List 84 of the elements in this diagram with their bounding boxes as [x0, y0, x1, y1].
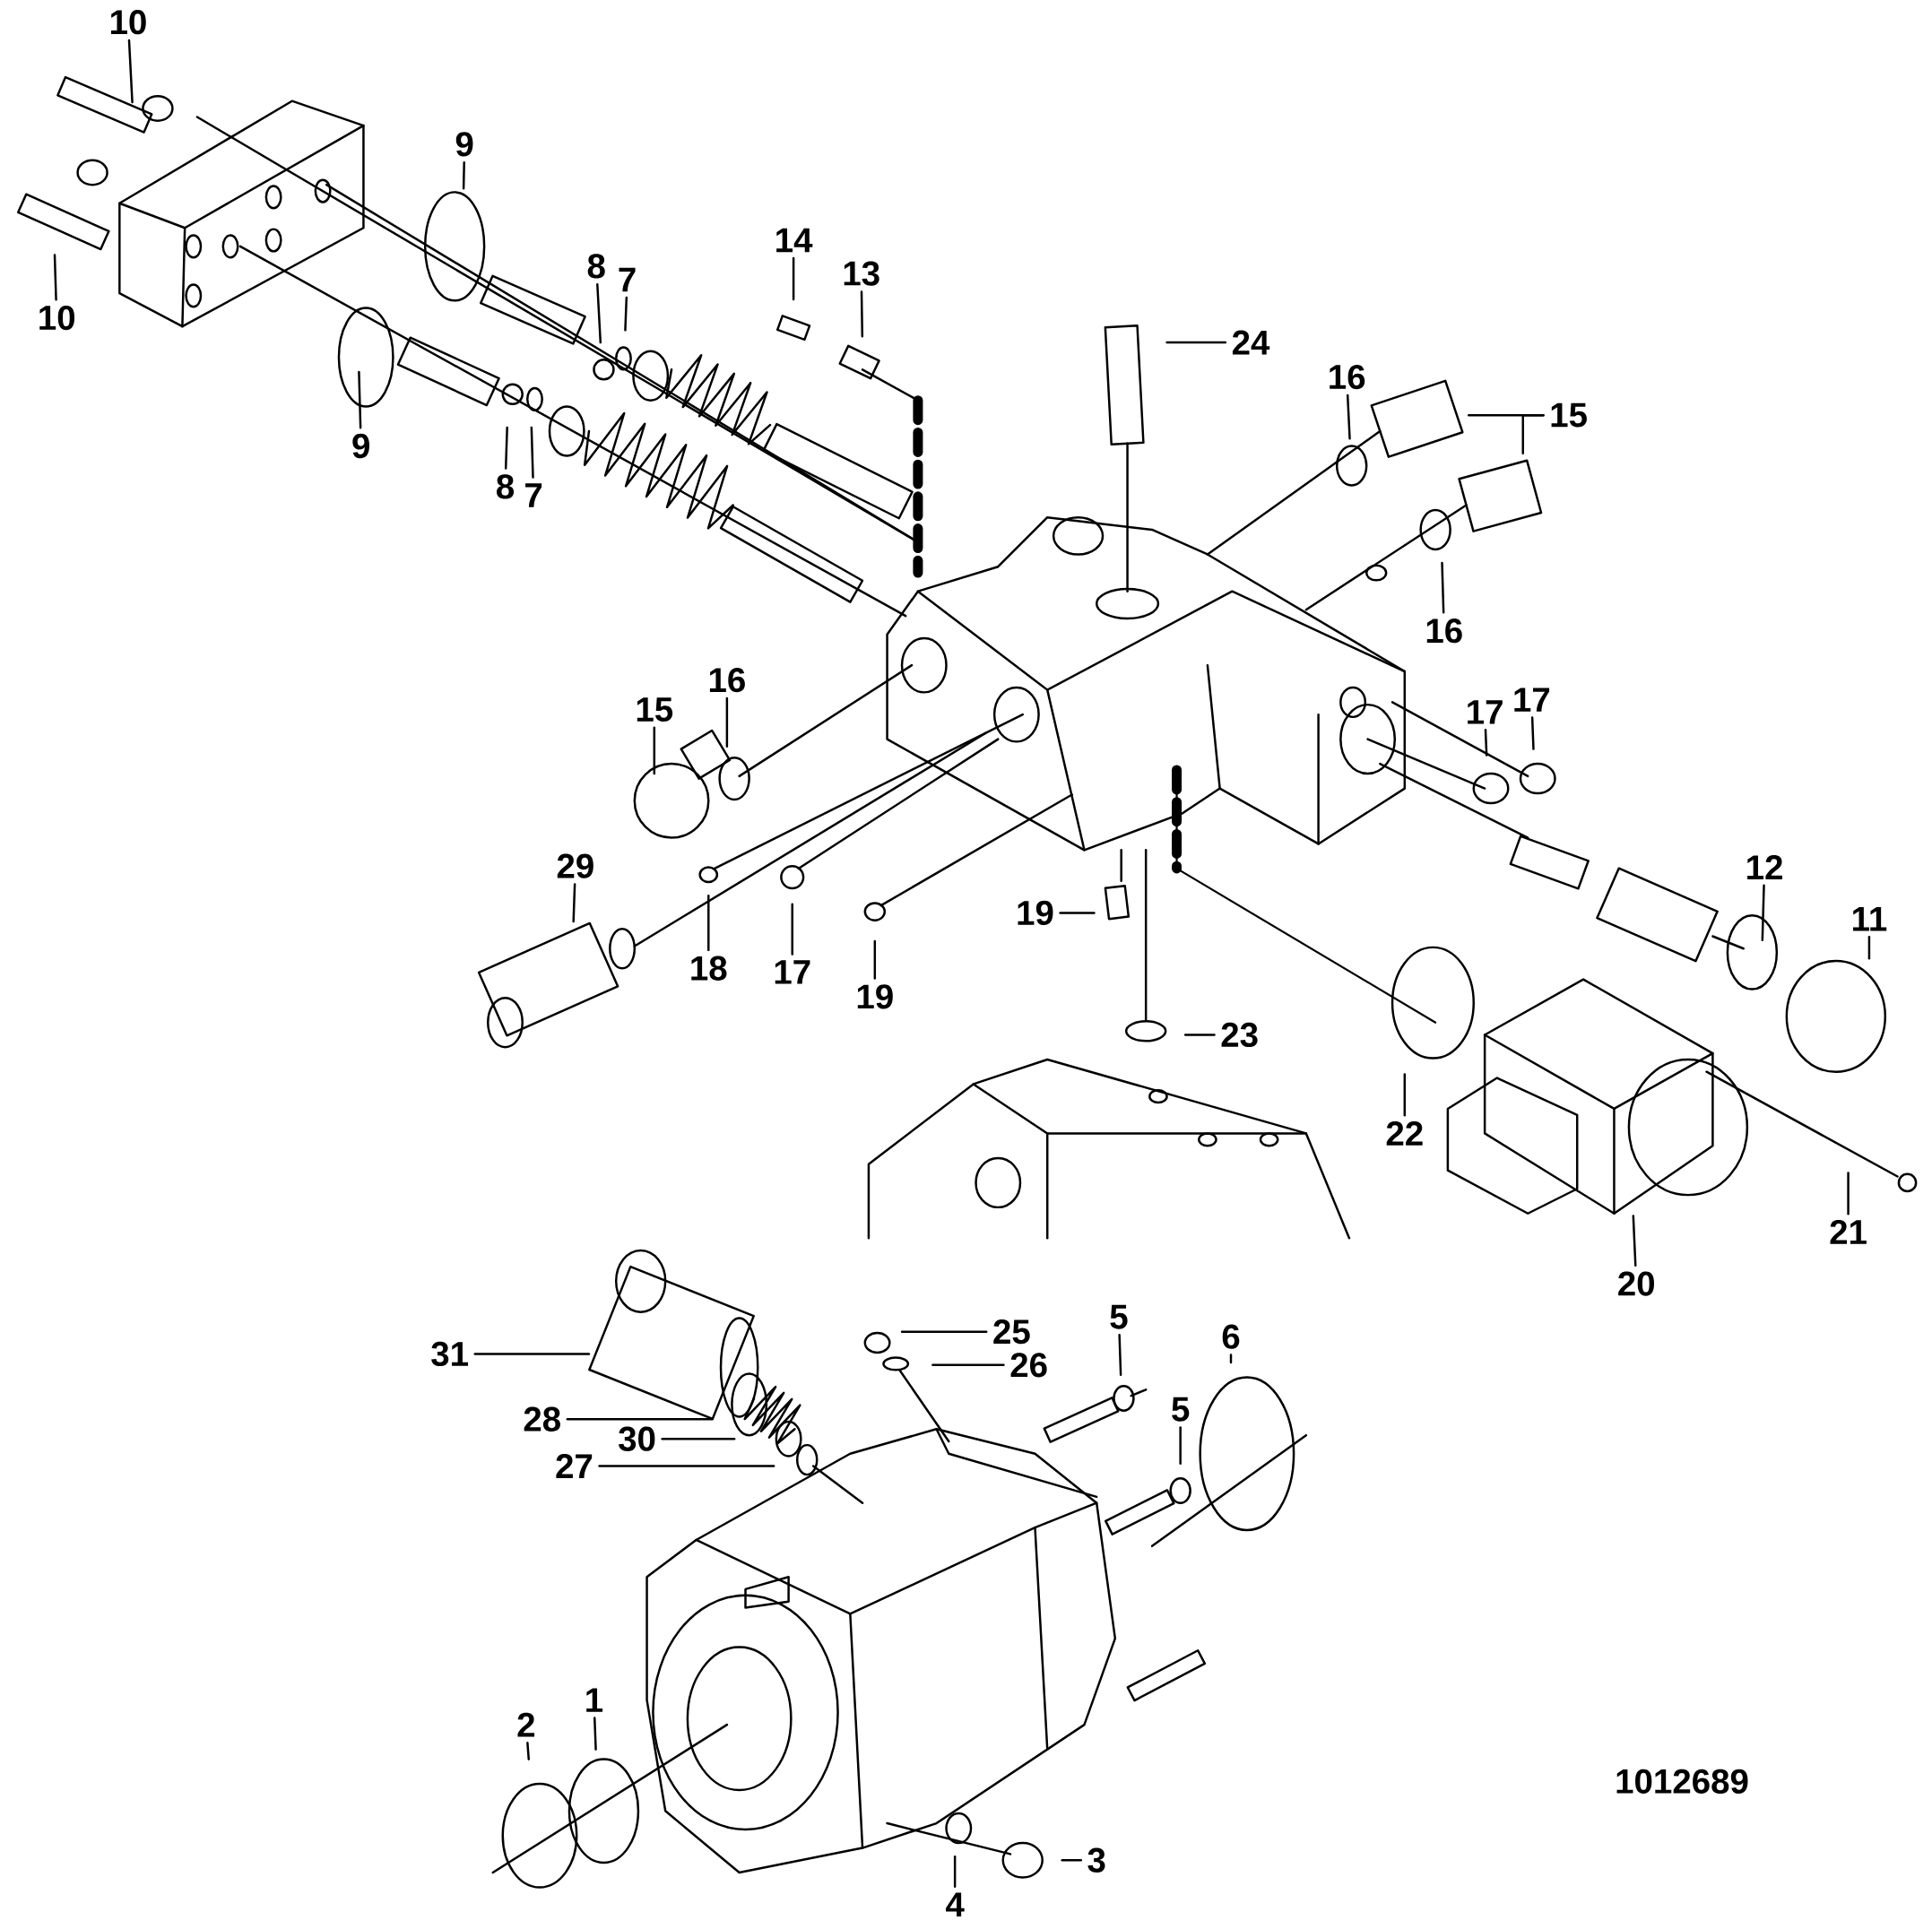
leader-line [1179, 1426, 1182, 1465]
leader-line [530, 426, 534, 479]
callout-number: 4 [946, 1892, 965, 1916]
leader-line [953, 1855, 957, 1888]
leader-line [1632, 1215, 1637, 1267]
callout-number: 19 [857, 984, 893, 1009]
callout-number: 9 [352, 433, 369, 459]
leader-line [931, 1363, 1005, 1366]
leader-line [792, 256, 795, 301]
callout-number: 8 [587, 254, 605, 279]
leader-line [127, 39, 134, 104]
leader-line [624, 296, 628, 332]
callout-number: 10 [39, 305, 75, 331]
leader-line [1059, 912, 1096, 914]
leader-line [1229, 1354, 1233, 1364]
leader-line [661, 1437, 736, 1440]
leader-line [1484, 729, 1488, 757]
callout-number: 2 [517, 1712, 535, 1737]
callout-number: 8 [497, 474, 514, 499]
callout-number: 7 [525, 483, 542, 507]
leader-line [526, 1741, 530, 1760]
leader-line [596, 282, 602, 344]
leader-line [653, 726, 656, 775]
callout-number: 22 [1386, 1120, 1423, 1146]
leader-line [1441, 561, 1445, 614]
callout-number: 16 [709, 667, 745, 693]
leader-line [1165, 341, 1227, 344]
callout-number: 16 [1426, 618, 1462, 644]
leader-line [1403, 1073, 1407, 1117]
leader-line [1530, 716, 1535, 750]
callout-number: 9 [455, 132, 473, 157]
callout-number: 17 [775, 960, 810, 984]
callout-number: 7 [619, 267, 636, 292]
callout-number: 3 [1087, 1847, 1105, 1873]
leader-line [1521, 413, 1545, 454]
leader-line [1118, 1334, 1122, 1376]
callout-number: 30 [619, 1426, 655, 1451]
leader-line [1346, 394, 1351, 440]
callout-number: 5 [1110, 1304, 1128, 1329]
drawing-number: 1012689 [1616, 1769, 1748, 1794]
callout-number: 23 [1221, 1022, 1258, 1047]
leader-line [462, 160, 465, 190]
leader-line [504, 426, 508, 470]
leader-line [725, 696, 729, 748]
callout-number: 17 [1514, 688, 1550, 712]
leader-line [1867, 935, 1871, 960]
leader-line [598, 1465, 775, 1467]
leader-line [1061, 1858, 1082, 1862]
callout-number: 16 [1330, 364, 1365, 390]
callout-number: 1 [586, 1688, 603, 1712]
callout-number: 13 [844, 261, 879, 286]
callout-number: 20 [1618, 1271, 1654, 1296]
callout-number: 5 [1172, 1397, 1190, 1422]
callout-number: 26 [1010, 1353, 1047, 1378]
leader-line [473, 1353, 591, 1355]
leader-line [900, 1330, 988, 1333]
leader-line [1847, 1172, 1850, 1215]
callout-number: 25 [993, 1319, 1030, 1345]
callout-number: 15 [637, 697, 673, 722]
callout-number: 24 [1232, 330, 1270, 355]
leader-line [791, 903, 793, 956]
callout-number: 18 [691, 956, 727, 981]
leader-line [572, 883, 576, 923]
callout-number: 31 [431, 1341, 468, 1366]
callout-number: 6 [1222, 1324, 1240, 1349]
callout-number: 14 [776, 228, 813, 253]
callout-number: 29 [557, 853, 593, 878]
callout-number: 17 [1468, 700, 1503, 724]
leader-line [593, 1717, 597, 1751]
callout-number: 19 [1018, 900, 1053, 925]
callout-number: 21 [1830, 1219, 1867, 1244]
callout-number: 27 [556, 1453, 593, 1478]
leader-line [1761, 884, 1765, 941]
callout-number: 28 [524, 1406, 560, 1432]
leader-line [873, 939, 877, 980]
callout-number: 11 [1853, 906, 1887, 931]
leader-line [1183, 1034, 1216, 1036]
callout-number: 15 [1551, 402, 1587, 428]
leader-line [707, 894, 710, 951]
leader-line [53, 254, 57, 301]
callout-number: 10 [110, 9, 146, 35]
callout-number: 12 [1747, 854, 1782, 879]
leader-line [860, 290, 864, 338]
leader-line [566, 1417, 714, 1421]
